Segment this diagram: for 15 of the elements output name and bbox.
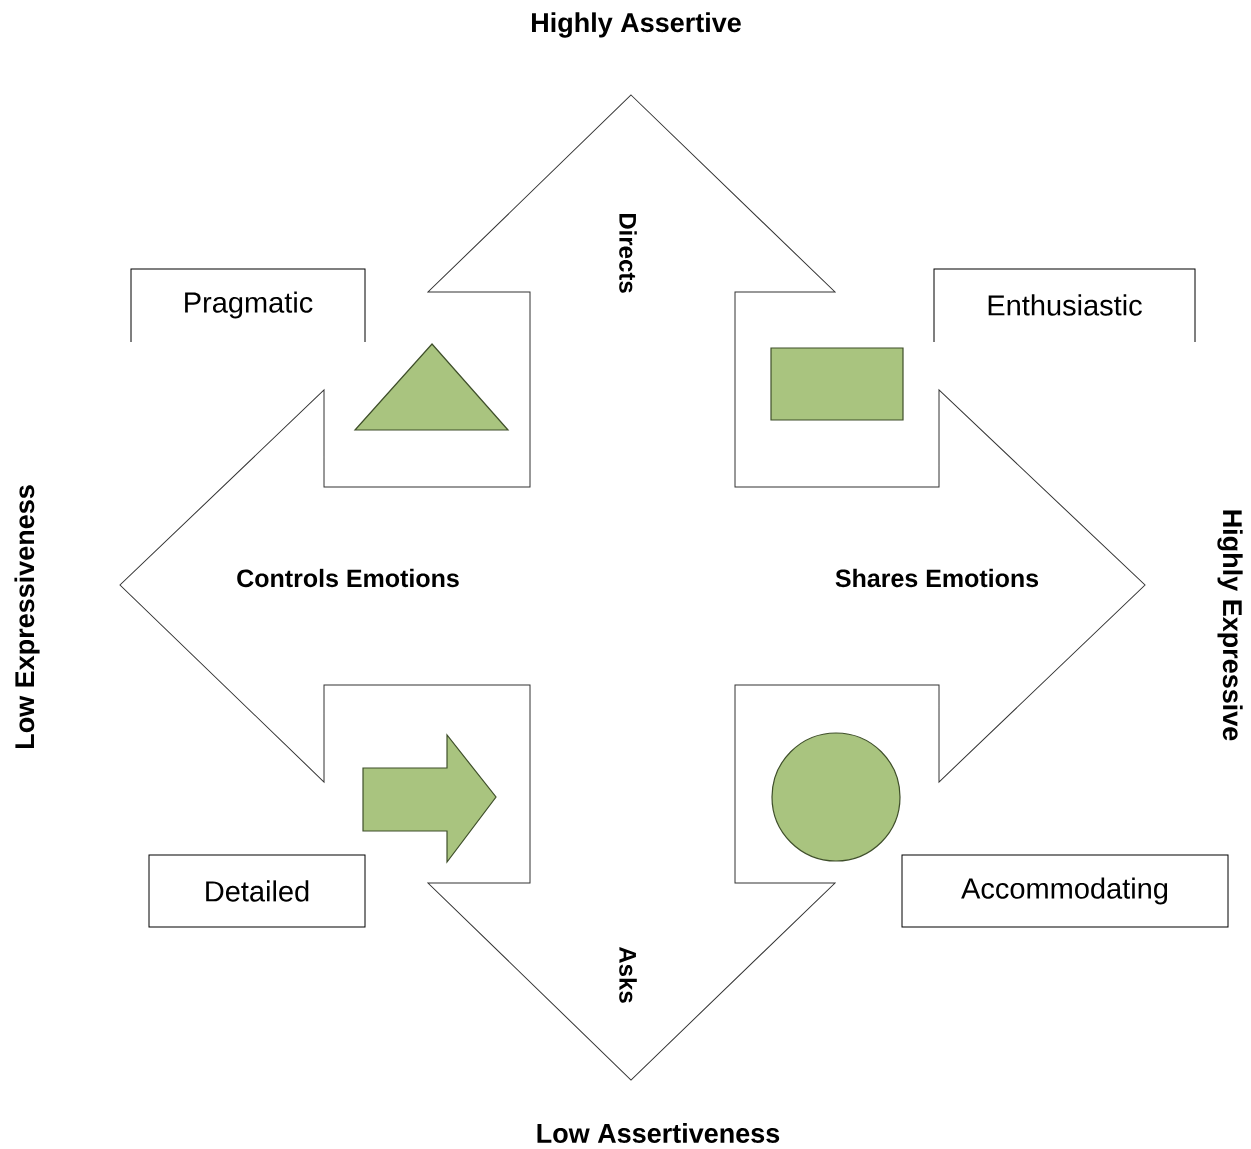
arrow-label: Directs (619, 213, 637, 293)
rectangle-shape (770, 347, 904, 421)
label-box: Detailed (148, 854, 366, 928)
arrow-label: Controls Emotions (237, 568, 459, 588)
arrow-label: Shares Emotions (835, 568, 1039, 588)
arrow-label: Asks (619, 946, 637, 1003)
axis-label: Highly Expressive (1217, 510, 1243, 741)
bracket-box: Pragmatic (130, 268, 366, 343)
circle-shape (771, 732, 901, 862)
axis-label: Low Assertiveness (537, 1123, 780, 1143)
bracket-box: Enthusiastic (933, 268, 1196, 343)
axis-label: Highly Assertive (532, 12, 741, 38)
arrow-shape (362, 733, 497, 864)
axis-label: Low Expressiveness (14, 485, 40, 748)
label-box: Accommodating (901, 854, 1229, 928)
